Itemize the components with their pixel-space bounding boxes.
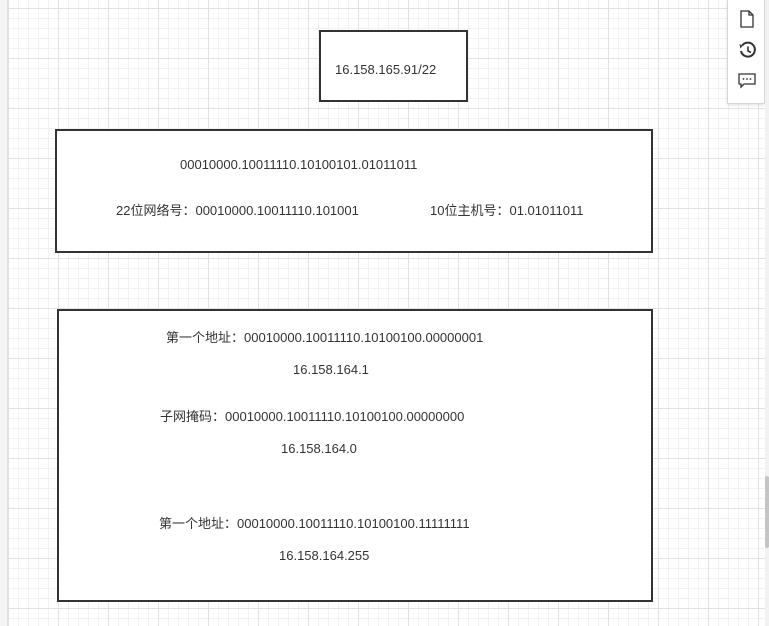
comments-button[interactable] [736, 70, 758, 92]
first-address-binary-text: 第一个地址：00010000.10011110.10100100.0000000… [166, 330, 484, 345]
binary-ip-text: 00010000.10011110.10100101.01011011 [180, 157, 418, 172]
vertical-scrollbar-thumb[interactable] [765, 476, 769, 548]
format-page-button[interactable] [736, 8, 758, 30]
right-toolbar [727, 0, 765, 104]
ip-address-box[interactable] [319, 30, 468, 102]
last-address-binary-text: 第一个地址：00010000.10011110.10100100.1111111… [159, 516, 470, 531]
host-part-text: 10位主机号：01.01011011 [430, 203, 584, 218]
vertical-scrollbar-track[interactable] [765, 0, 769, 626]
canvas-left-edge [0, 0, 8, 626]
subnet-mask-decimal-text: 16.158.164.0 [281, 441, 357, 456]
address-result-box[interactable] [57, 309, 653, 602]
page-icon [740, 10, 754, 28]
binary-conversion-box[interactable] [55, 129, 653, 253]
history-icon [739, 41, 756, 58]
subnet-mask-binary-text: 子网掩码：00010000.10011110.10100100.00000000 [160, 409, 465, 424]
history-button[interactable] [736, 39, 758, 61]
comment-icon [738, 73, 756, 89]
network-part-text: 22位网络号：00010000.10011110.101001 [116, 203, 359, 218]
ip-address-text: 16.158.165.91/22 [335, 62, 437, 77]
first-address-decimal-text: 16.158.164.1 [293, 362, 369, 377]
last-address-decimal-text: 16.158.164.255 [279, 548, 370, 563]
